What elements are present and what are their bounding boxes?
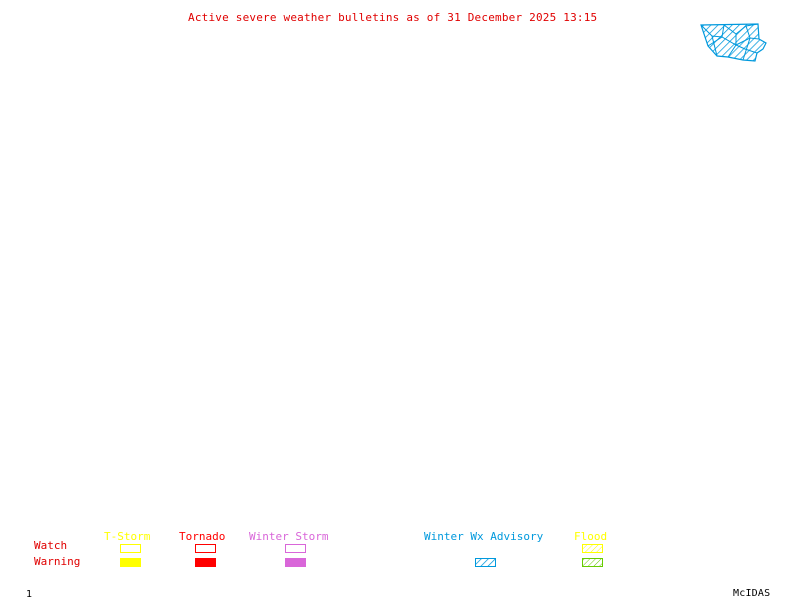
software-label: McIDAS bbox=[733, 588, 771, 599]
winter-storm-warning-swatch bbox=[285, 558, 306, 567]
advisory-area bbox=[700, 23, 767, 62]
winter-wx-advisory-swatch bbox=[475, 558, 496, 567]
legend-label-flood: Flood bbox=[574, 530, 607, 543]
tstorm-warning-swatch bbox=[120, 558, 141, 567]
legend-label-tstorm: T-Storm bbox=[104, 530, 151, 543]
flood-watch-swatch bbox=[582, 544, 603, 553]
frame-number: 1 bbox=[26, 589, 33, 600]
legend-row-watch: Watch bbox=[34, 539, 67, 552]
tornado-watch-swatch bbox=[195, 544, 216, 553]
tornado-warning-swatch bbox=[195, 558, 216, 567]
winter-storm-watch-swatch bbox=[285, 544, 306, 553]
legend-label-tornado: Tornado bbox=[179, 530, 225, 543]
flood-warning-swatch bbox=[582, 558, 603, 567]
legend-label-winter-storm: Winter Storm bbox=[249, 530, 329, 543]
legend-row-warning: Warning bbox=[34, 555, 80, 568]
tstorm-watch-swatch bbox=[120, 544, 141, 553]
legend-label-winter-wx-advisory: Winter Wx Advisory bbox=[424, 530, 544, 543]
legend: Watch Warning T-Storm Tornado Winter Sto… bbox=[34, 530, 607, 568]
bulletin-title: Active severe weather bulletins as of 31… bbox=[188, 11, 598, 24]
